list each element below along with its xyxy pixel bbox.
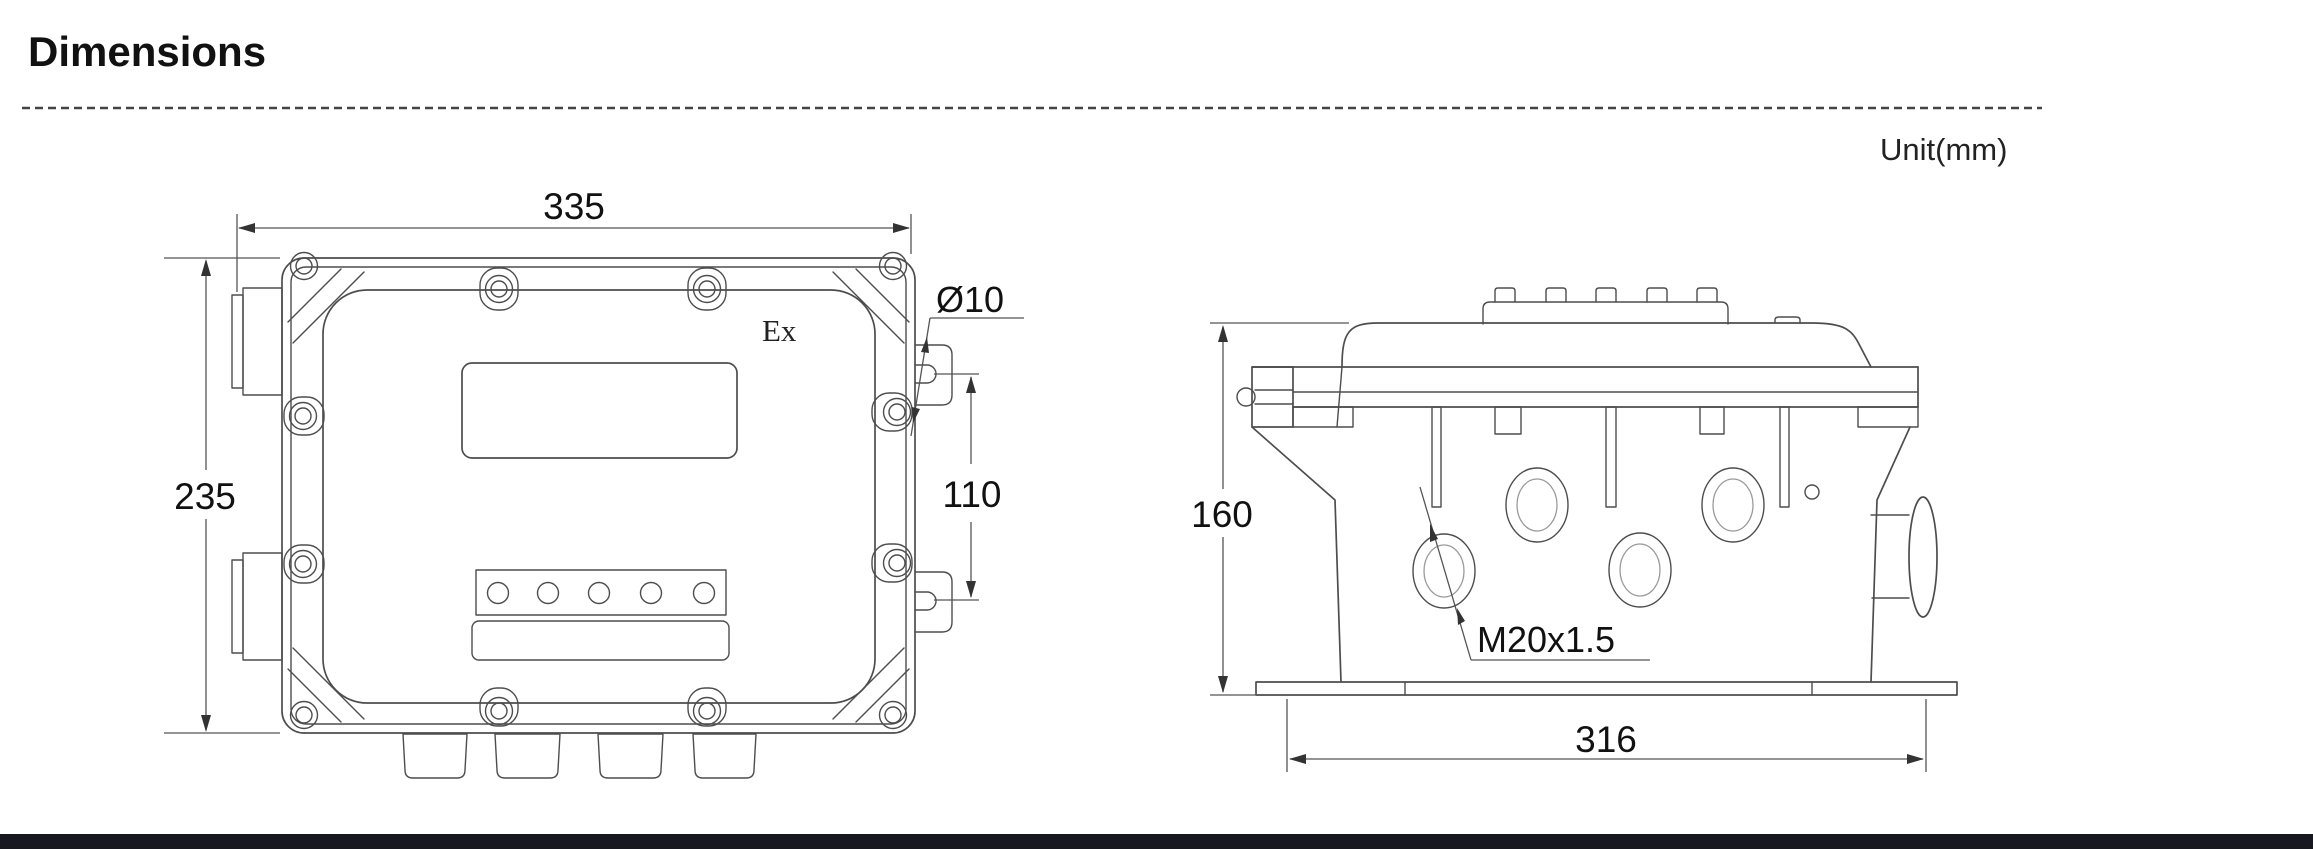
cover-screws [288, 251, 912, 730]
dim-front-width: 335 [236, 186, 912, 292]
footer-bar [0, 834, 2313, 849]
ex-marking: Ex [762, 313, 797, 348]
base-width-label: 316 [1575, 719, 1637, 760]
lid-dome [1341, 322, 1872, 368]
side-knob [1870, 496, 1938, 618]
dim-front-height: 235 [164, 257, 280, 734]
hole-diameter-label: Ø10 [936, 279, 1004, 320]
terminal-fins [1482, 287, 1801, 325]
lid-face [322, 289, 876, 704]
hinge-blocks [231, 287, 283, 661]
dim-base-width: 316 [1286, 699, 1927, 772]
unit-label: Unit(mm) [1880, 132, 2008, 167]
body-outline [1251, 366, 1911, 683]
corner-chamfers [287, 268, 910, 723]
side-view: 160 316 M20x1.5 [1191, 287, 1958, 772]
page-title: Dimensions [28, 28, 267, 75]
button-holes [486, 581, 716, 605]
cable-bosses [402, 733, 757, 779]
button-strip [471, 569, 730, 661]
latch-block [1251, 366, 1294, 428]
cable-glands [1412, 467, 1820, 609]
flange-screws [1431, 406, 1790, 508]
dim-side-height: 160 [1191, 322, 1349, 696]
front-width-label: 335 [543, 186, 605, 227]
mounting-lugs [914, 344, 953, 633]
dim-hole-diameter: Ø10 [910, 279, 1024, 437]
display-window [461, 362, 738, 459]
vent-hole [1804, 484, 1820, 500]
gland-thread-callout: M20x1.5 [1419, 486, 1650, 661]
enclosure-front-outline [281, 257, 916, 734]
nameplate [471, 620, 730, 661]
screw-lobes [283, 267, 913, 727]
base-plate [1255, 681, 1958, 696]
hinge-pin [1236, 387, 1256, 407]
lid-bump [1774, 316, 1801, 324]
dim-hole-spacing: 110 [934, 373, 1002, 601]
front-view: Ex [164, 186, 1024, 779]
gland-thread-label: M20x1.5 [1477, 619, 1615, 660]
front-height-label: 235 [174, 476, 236, 517]
hole-spacing-label: 110 [943, 474, 1002, 515]
side-height-label: 160 [1191, 494, 1253, 535]
